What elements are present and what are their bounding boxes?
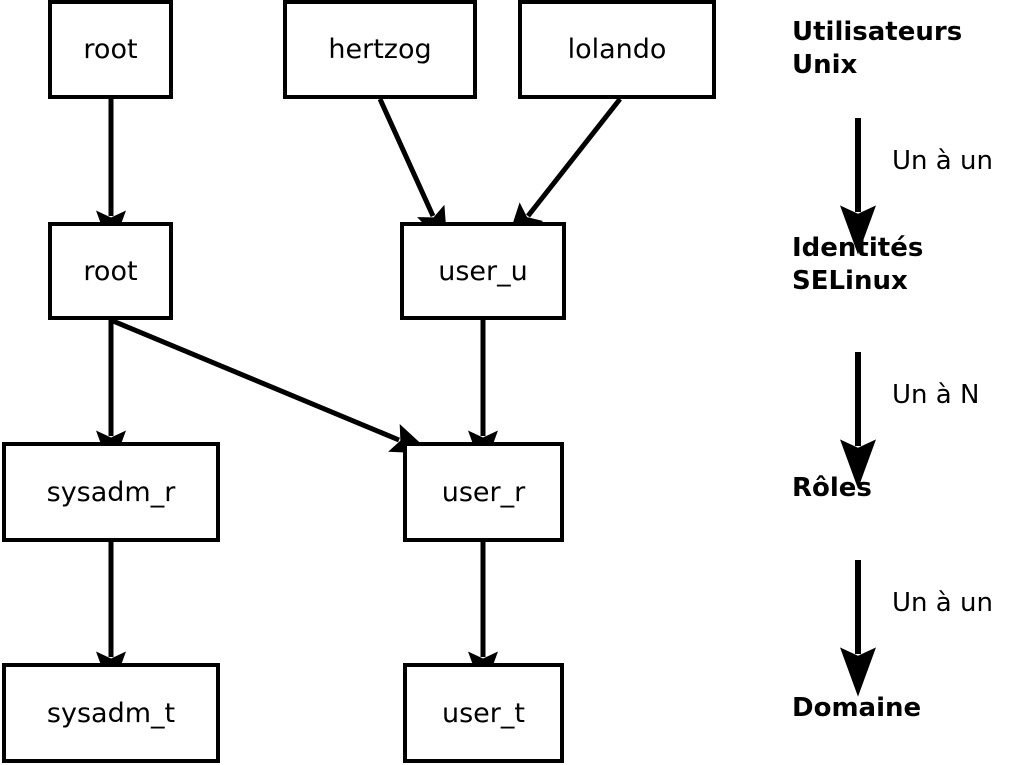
legend-relation-roles-to-domains: Un à un	[892, 588, 993, 618]
node-label: root	[83, 255, 138, 287]
node-domain-sysadm-t[interactable]: sysadm_t	[2, 663, 220, 763]
legend-layer-domains: Domaine	[792, 693, 922, 723]
edge-ident-root-to-user-r	[112, 318, 432, 454]
node-label: root	[83, 34, 138, 65]
node-unix-hertzog[interactable]: hertzog	[283, 0, 477, 99]
node-label: user_t	[442, 697, 525, 729]
node-unix-lolando[interactable]: lolando	[518, 0, 716, 99]
node-unix-root[interactable]: root	[48, 0, 173, 99]
node-ident-root[interactable]: root	[48, 222, 173, 320]
node-label: hertzog	[328, 34, 432, 65]
node-domain-user-t[interactable]: user_t	[403, 663, 564, 763]
edge-lolando-to-user-u	[506, 97, 622, 244]
node-role-user-r[interactable]: user_r	[403, 442, 564, 542]
node-role-sysadm-r[interactable]: sysadm_r	[2, 442, 220, 542]
edge-hertzog-to-user-u	[377, 97, 448, 249]
node-label: sysadm_t	[46, 697, 176, 729]
node-label: lolando	[567, 34, 667, 65]
node-ident-user-u[interactable]: user_u	[400, 222, 566, 320]
node-label: user_r	[441, 476, 526, 508]
node-label: user_u	[438, 255, 528, 287]
legend-layer-roles: Rôles	[792, 473, 872, 503]
legend-relation-users-to-identities: Un à un	[892, 146, 993, 176]
legend-layer-unix-users: Utilisateurs Unix	[792, 17, 963, 80]
legend-layer-selinux-identities: Identités SELinux	[792, 233, 924, 296]
node-label: sysadm_r	[46, 476, 176, 508]
legend-relation-identities-to-roles: Un à N	[892, 380, 980, 410]
